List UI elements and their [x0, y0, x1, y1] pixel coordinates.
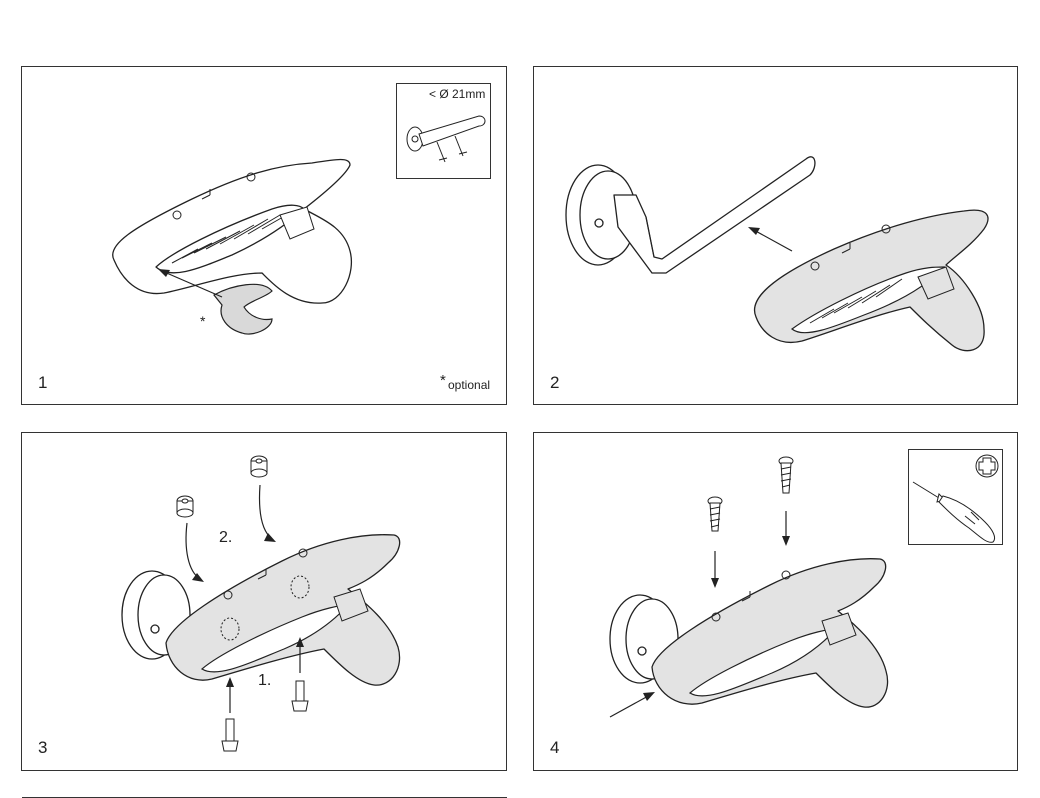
step-panel-1: * 1 * optional < Ø 21mm [21, 66, 507, 405]
optional-note: optional [448, 378, 491, 392]
fit-cover-to-lever-illustration [565, 156, 989, 352]
step-number: 3 [38, 738, 48, 757]
optional-asterisk: * [440, 372, 446, 389]
cover-with-clip-illustration [112, 158, 352, 335]
step-panel-4: 4 [533, 432, 1018, 771]
screwdriver-icon [912, 454, 999, 543]
insert-fixings-illustration [121, 455, 401, 752]
substep-2-label: 2. [219, 529, 233, 546]
step-number: 2 [550, 373, 560, 392]
screwdriver-inset [908, 449, 1003, 545]
tighten-screws-illustration [609, 456, 889, 718]
step-number: 4 [550, 738, 560, 757]
step-panel-3: 2. 1. 3 [21, 432, 507, 771]
substep-1-label: 1. [258, 672, 272, 689]
step-panel-2: 2 [533, 66, 1018, 405]
step-number: 1 [38, 373, 48, 392]
clip-asterisk: * [200, 313, 206, 329]
lever-diameter-inset: < Ø 21mm [396, 83, 491, 179]
phillips-head-icon [975, 454, 999, 478]
dimension-label: < Ø 21mm [429, 87, 486, 101]
lever-handle-icon [406, 115, 486, 163]
